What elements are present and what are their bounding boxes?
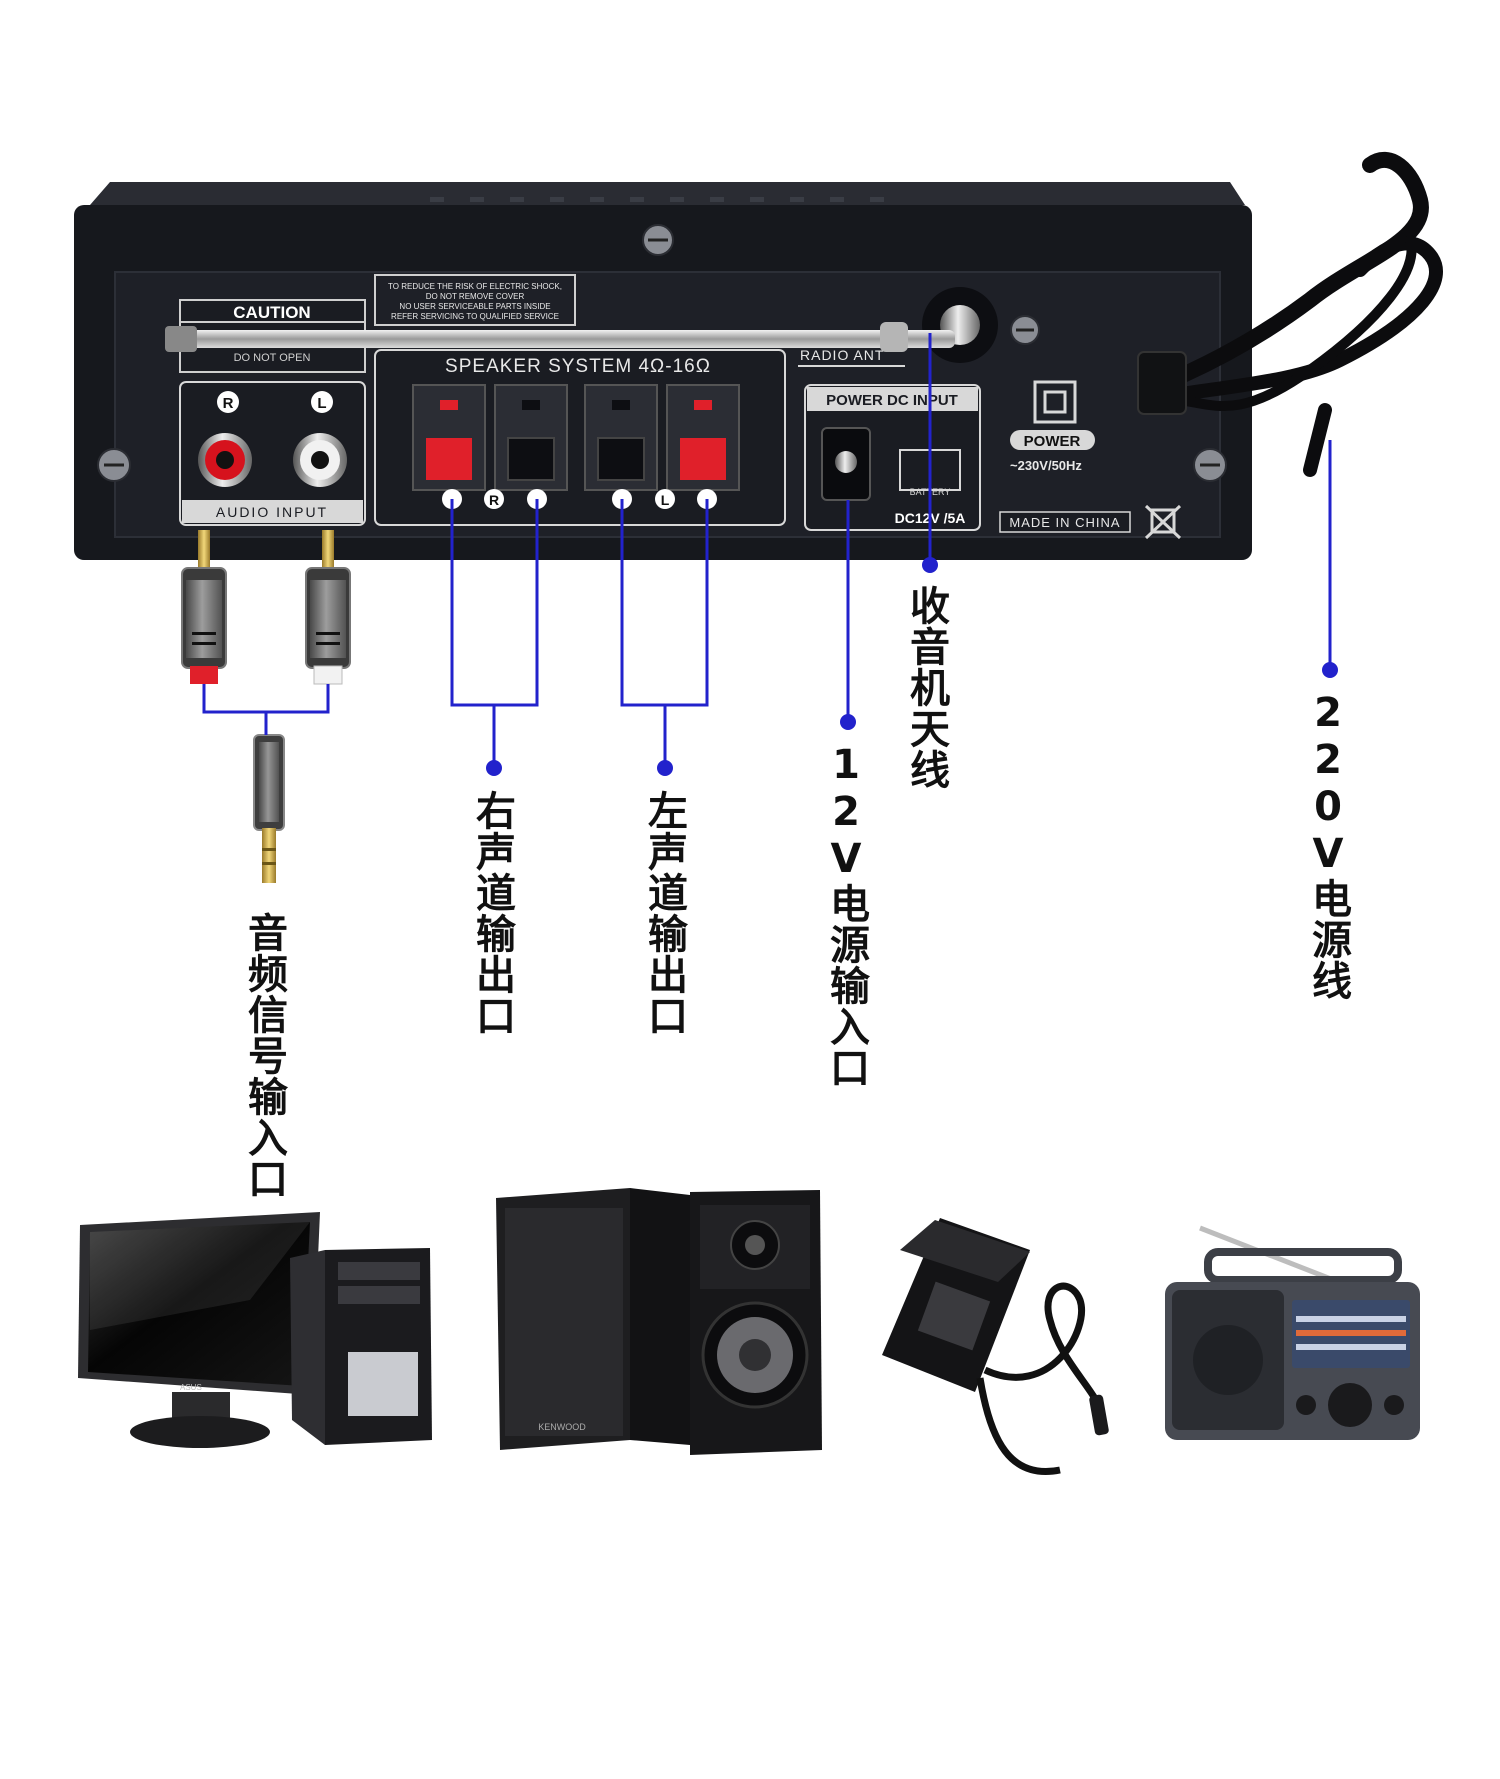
dc-12v-input-label: 12V电源输入口	[823, 742, 869, 1088]
audio-input-section	[179, 381, 366, 526]
vent-slots	[430, 197, 884, 202]
caution-title: CAUTION	[233, 303, 310, 322]
rca-plug-white	[305, 530, 351, 685]
warning-box	[374, 274, 576, 326]
speaker-l-label: L	[661, 492, 670, 508]
speaker-title: SPEAKER SYSTEM 4Ω-16Ω	[445, 356, 711, 377]
speaker-brand: KENWOOD	[538, 1422, 586, 1432]
rca-plug-red	[181, 530, 227, 684]
speaker-r-badge	[484, 489, 504, 509]
warning-line: NO USER SERVICEABLE PARTS INSIDE	[399, 302, 550, 311]
ac-220v-cord-label: 220V电源线	[1305, 690, 1351, 1001]
weee-icon	[1144, 504, 1182, 540]
amp-top-edge	[90, 182, 1245, 205]
left-channel-output-label: 左声道输出口	[641, 790, 687, 1036]
warning-line: TO REDUCE THE RISK OF ELECTRIC SHOCK,	[388, 282, 562, 291]
audio-input-label: AUDIO INPUT	[216, 504, 328, 520]
rca-r-label: R	[223, 395, 234, 412]
dc-input-label: POWER DC INPUT	[826, 392, 958, 409]
screw-slots	[104, 238, 1220, 467]
amplifier: CAUTION DO NOT OPEN TO REDUCE THE RISK O…	[74, 182, 1252, 560]
power-cord	[1152, 152, 1443, 477]
rca-jack-white	[293, 433, 347, 487]
rca-l-badge	[311, 391, 333, 413]
warning-line: DO NOT REMOVE COVER	[426, 292, 525, 301]
bookshelf-speakers: KENWOOD	[496, 1188, 822, 1455]
speaker-l-badge	[655, 489, 675, 509]
rca-l-label: L	[317, 395, 326, 412]
made-in-box	[999, 511, 1131, 533]
radio-illustration	[1165, 1225, 1420, 1440]
radio-ant-label: RADIO ANT	[800, 347, 884, 363]
rca-jack-red	[198, 433, 252, 487]
callout-lines	[202, 333, 1332, 768]
telescopic-antenna	[165, 330, 955, 348]
speaker-r-label: R	[489, 492, 499, 508]
speaker-terminal	[666, 384, 740, 491]
speaker-terminal	[412, 384, 486, 491]
right-channel-output-label: 右声道输出口	[469, 790, 515, 1036]
monitor-brand: ASUS	[180, 1383, 202, 1392]
computer-illustration: ASUS	[78, 1212, 432, 1448]
audio-input-strip	[182, 500, 363, 523]
rca-r-badge	[217, 391, 239, 413]
power-plug	[1137, 351, 1187, 415]
made-in-label: MADE IN CHINA	[1009, 515, 1120, 530]
power-rating: ~230V/50Hz	[1010, 458, 1082, 473]
caution-sub: DO NOT OPEN	[234, 352, 311, 364]
double-insulation-icon	[1033, 380, 1077, 424]
speaker-terminal	[584, 384, 658, 491]
warning-line: REFER SERVICING TO QUALIFIED SERVICE	[391, 312, 559, 321]
power-badge	[1010, 430, 1095, 450]
speaker-terminal	[494, 384, 568, 491]
power-label: POWER	[1024, 433, 1081, 450]
power-adapter	[882, 1218, 1109, 1475]
audio-jack-35mm	[253, 734, 285, 883]
callout-dots	[486, 557, 1338, 776]
radio-antenna-label: 收音机天线	[903, 585, 949, 790]
audio-input-label-cn: 音频信号输入口	[241, 912, 287, 1199]
